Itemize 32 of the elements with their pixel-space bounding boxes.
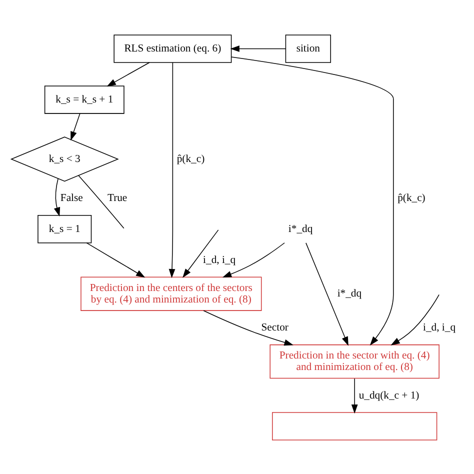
arrow [203,310,294,346]
node-box: Prediction in the centers of the sectors by eq. (4) and minimization of eq. (8) [80,276,262,310]
arrow [306,242,348,346]
connector [78,174,124,228]
arrow [168,62,176,278]
edge-label: i_d, i_q [203,254,236,266]
arrow [54,178,60,216]
edge-label: False [60,192,83,204]
node-box: k_s = 1 [38,214,92,243]
node-box: RLS estimation (eq. 6) [114,34,232,62]
arrow [86,242,146,278]
arrow [70,112,80,140]
node-box: k_s = k_s + 1 [44,85,124,114]
edge-label: p̂(k_c) [398,192,426,204]
arrow [230,45,286,52]
node-text: i*_dq [288,223,313,234]
edge-label: i_d, i_q [423,322,456,334]
node-box: Prediction in the sector with eq. (4) and minimization of eq. (8) [270,344,440,378]
arrow [231,56,394,346]
arrow [390,294,440,345]
edge-label: u_dq(k_c + 1) [358,390,420,401]
edge-label: i*_dq [337,288,362,300]
arrow [222,242,285,277]
edge-label: p̂(k_c) [176,153,205,164]
node-box [272,412,438,440]
node-box: sition [285,34,331,62]
node-diamond: k_s < 3 [10,136,119,182]
edge-label: Sector [261,322,288,334]
arrow [106,62,150,86]
arrow [182,229,219,278]
edge-label: True [107,192,128,204]
arrow [351,378,358,414]
